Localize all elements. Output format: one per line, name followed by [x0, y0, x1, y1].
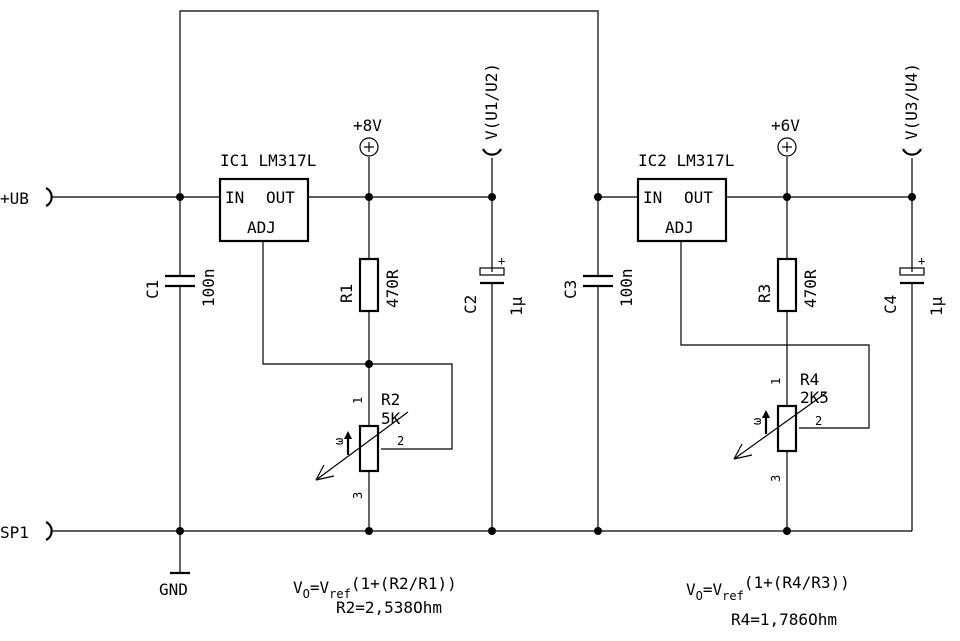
c1-ref: C1 [143, 280, 162, 299]
c4-ref: C4 [881, 295, 900, 314]
ic2-pin-out: OUT [684, 188, 713, 207]
formula-left: VO=Vref(1+(R2/R1)) R2=2,538Ohm [293, 574, 457, 617]
connector-v2: V(U3/U4) [902, 63, 922, 156]
ic2-name: IC2 LM317L [638, 151, 734, 170]
r4-value: 2K5 [800, 388, 829, 407]
resistor-r1: R1 470R [337, 257, 402, 313]
formula-left-equation: VO=Vref(1+(R2/R1)) [293, 574, 457, 601]
r3-value: 470R [801, 269, 820, 308]
c2-value: 1μ [507, 296, 526, 316]
ic2: IC2 LM317L IN OUT ADJ [636, 151, 734, 243]
connector-v1-label: V(U1/U2) [482, 63, 501, 140]
capacitor-c4: + C4 1μ [881, 254, 946, 316]
ground-symbol: GND [159, 571, 190, 599]
r2-value: 5K [381, 409, 401, 428]
formula-right: VO=Vref(1+(R4/R3)) R4=1,786Ohm [686, 573, 850, 629]
r1-ref: R1 [337, 284, 356, 303]
resistor-r3: R3 470R [755, 257, 820, 313]
rail-6v-label: +6V [771, 116, 800, 135]
c1-value: 100n [199, 268, 218, 307]
r2-pin1: 1 [351, 397, 365, 404]
c2-plus: + [498, 254, 505, 268]
formula-right-result: R4=1,786Ohm [731, 610, 837, 629]
ic1-name: IC1 LM317L [220, 151, 316, 170]
c4-plus: + [918, 254, 925, 268]
r4-ref: R4 [800, 370, 819, 389]
connector-ub: +UB [0, 187, 53, 208]
wires [52, 10, 913, 572]
connector-v2-label: V(U3/U4) [902, 63, 921, 140]
ic2-pin-adj: ADJ [665, 218, 694, 237]
wire-top-loop [179, 10, 599, 197]
capacitor-c2: + C2 1μ [461, 254, 526, 316]
junctions [176, 193, 916, 535]
potentiometer-r4: ω R4 2K5 1 2 3 [733, 370, 829, 482]
connector-v1: V(U1/U2) [482, 63, 502, 156]
formula-right-equation: VO=Vref(1+(R4/R3)) [686, 573, 850, 603]
capacitor-c3: C3 100n [561, 268, 636, 307]
r2-ref: R2 [381, 390, 400, 409]
r4-pin2: 2 [815, 414, 822, 428]
r4-pin1: 1 [769, 378, 783, 385]
r2-pin3: 3 [351, 492, 365, 499]
ic2-pin-in: IN [643, 188, 662, 207]
c4-value: 1μ [927, 296, 946, 316]
ic1-pin-out: OUT [266, 188, 295, 207]
r2-wiper-mark: ω [332, 438, 346, 445]
capacitor-c1: C1 100n [143, 268, 218, 307]
formula-left-result: R2=2,538Ohm [336, 598, 442, 617]
connector-ub-label: +UB [0, 189, 29, 208]
r3-ref: R3 [755, 284, 774, 303]
rail-8v: +8V [353, 116, 382, 157]
ic1-pin-adj: ADJ [247, 218, 276, 237]
connector-sp1-label: SP1 [0, 523, 29, 542]
r2-pin2: 2 [397, 434, 404, 448]
r4-pin3: 3 [769, 475, 783, 482]
potentiometer-r2: ω R2 5K 1 2 3 [315, 390, 409, 499]
gnd-label: GND [159, 580, 188, 599]
c3-ref: C3 [561, 280, 580, 299]
ic1-pin-in: IN [225, 188, 244, 207]
connector-sp1: SP1 [0, 521, 53, 542]
c2-ref: C2 [461, 295, 480, 314]
rail-8v-label: +8V [353, 116, 382, 135]
r4-wiper-mark: ω [750, 418, 764, 425]
ic1: IC1 LM317L IN OUT ADJ [218, 151, 316, 243]
rail-6v: +6V [771, 116, 800, 157]
c3-value: 100n [617, 268, 636, 307]
r1-value: 470R [383, 269, 402, 308]
